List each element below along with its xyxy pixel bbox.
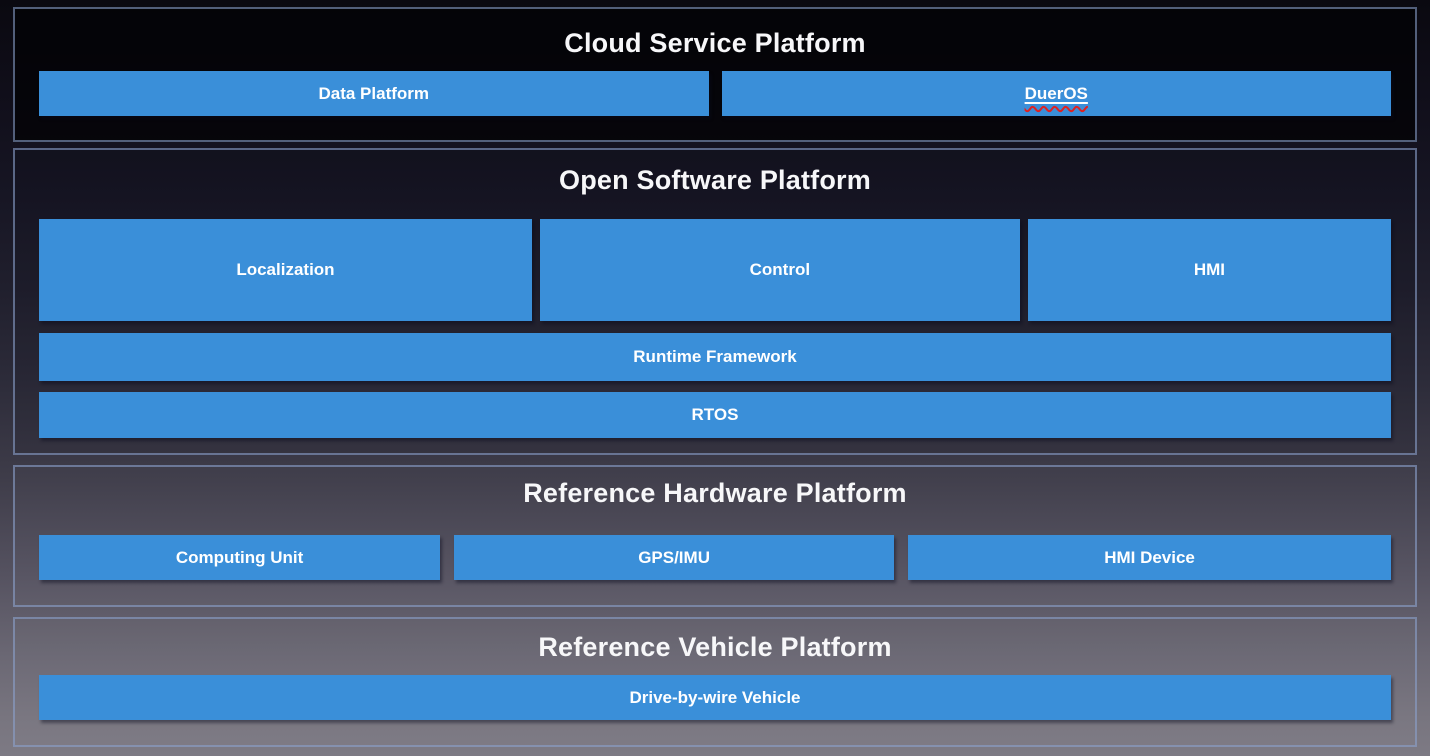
spellcheck-wavy-underline: DuerOS: [1025, 84, 1088, 104]
section-cloud-service-platform: Cloud Service Platform Data Platform Due…: [13, 7, 1417, 142]
software-boxes-row: Localization Control HMI: [39, 219, 1391, 321]
bar-rtos: RTOS: [39, 392, 1391, 438]
block-dueros-label: DuerOS: [1024, 83, 1088, 103]
block-hmi-device: HMI Device: [908, 535, 1391, 580]
block-dueros: DuerOS: [721, 71, 1391, 116]
section-title-hardware: Reference Hardware Platform: [523, 478, 907, 508]
block-computing-unit: Computing Unit: [39, 535, 441, 580]
block-control: Control: [539, 219, 1020, 321]
block-hmi: HMI: [1027, 219, 1391, 321]
block-data-platform: Data Platform: [39, 71, 709, 116]
cloud-boxes-row: Data Platform DuerOS: [39, 71, 1391, 116]
section-title-software: Open Software Platform: [559, 165, 871, 195]
section-title-vehicle: Reference Vehicle Platform: [538, 632, 892, 662]
section-open-software-platform: Open Software Platform Localization Cont…: [13, 148, 1417, 455]
bar-drive-by-wire-vehicle: Drive-by-wire Vehicle: [39, 675, 1391, 720]
bar-runtime-framework: Runtime Framework: [39, 333, 1391, 381]
hardware-boxes-row: Computing Unit GPS/IMU HMI Device: [39, 535, 1391, 580]
section-title-cloud: Cloud Service Platform: [564, 28, 866, 58]
block-localization: Localization: [39, 219, 532, 321]
section-reference-hardware-platform: Reference Hardware Platform Computing Un…: [13, 465, 1417, 607]
block-gps-imu: GPS/IMU: [454, 535, 895, 580]
section-reference-vehicle-platform: Reference Vehicle Platform Drive-by-wire…: [13, 617, 1417, 747]
